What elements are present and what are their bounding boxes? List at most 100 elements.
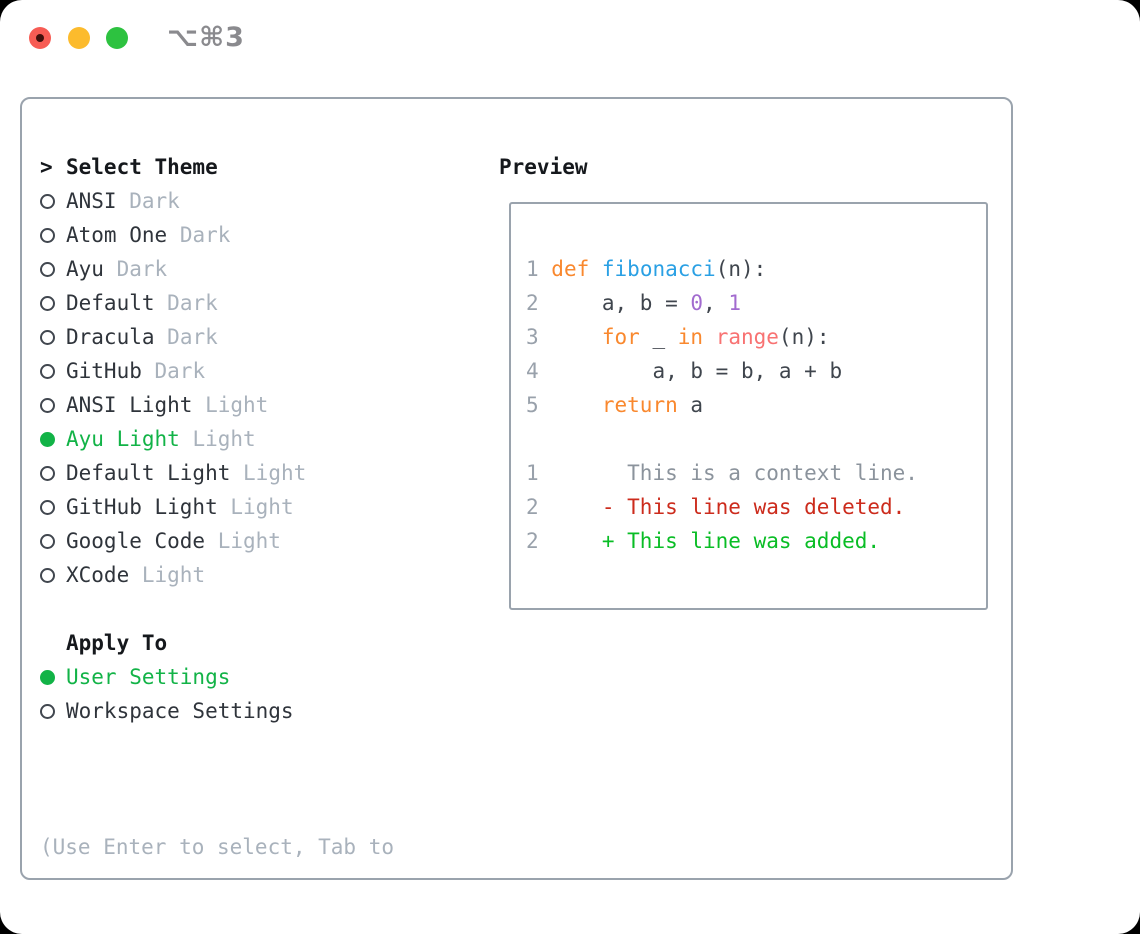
code-segment-plain <box>551 325 602 349</box>
radio-icon <box>40 363 55 379</box>
radio-icon <box>40 397 55 413</box>
radio-icon <box>40 703 55 719</box>
spacer <box>167 223 180 247</box>
code-line: 3 for _ in range(n): <box>526 320 918 354</box>
radio-icon <box>40 227 55 243</box>
apply-option[interactable]: User Settings <box>40 660 306 694</box>
code-segment-kw: def <box>551 257 590 281</box>
theme-variant-tag: Light <box>230 495 294 519</box>
spacer <box>192 393 205 417</box>
theme-variant-tag: Dark <box>154 359 206 383</box>
spacer <box>205 529 218 553</box>
spacer <box>155 325 168 349</box>
code-segment-fn: fibonacci <box>601 257 716 281</box>
theme-item[interactable]: Atom One Dark <box>40 218 306 252</box>
theme-item[interactable]: Ayu Dark <box>40 252 306 286</box>
theme-name: Google Code <box>66 529 206 553</box>
spacer <box>117 189 130 213</box>
radio-selected-icon <box>40 669 55 685</box>
line-number: 1 <box>526 257 552 281</box>
theme-name: Dracula <box>66 325 155 349</box>
code-line: 5 return a <box>526 388 918 422</box>
theme-item[interactable]: XCode Light <box>40 558 306 592</box>
code-line: 2 a, b = 0, 1 <box>526 286 918 320</box>
line-number: 4 <box>526 359 552 383</box>
close-button[interactable] <box>29 27 51 49</box>
titlebar: ⌥⌘3 <box>0 0 1140 76</box>
theme-variant-tag: Dark <box>116 257 168 281</box>
code-blank-line <box>526 422 918 456</box>
theme-name: GitHub Light <box>66 495 218 519</box>
prompt-icon: > <box>40 155 53 179</box>
apply-option-label: User Settings <box>66 665 231 689</box>
code-segment-plain: (n): <box>778 325 830 349</box>
spacer <box>129 563 142 587</box>
theme-name: Ayu Light <box>66 427 180 451</box>
code-segment-call: range <box>715 325 779 349</box>
theme-variant-tag: Dark <box>167 291 218 315</box>
spacer-row <box>40 592 306 626</box>
theme-item[interactable]: GitHub Light Light <box>40 490 306 524</box>
spacer <box>218 495 231 519</box>
apply-to-title: Apply To <box>66 631 168 655</box>
code-segment-plain <box>551 393 602 417</box>
radio-selected-icon <box>40 431 55 447</box>
theme-name: GitHub <box>66 359 142 383</box>
theme-variant-tag: Light <box>243 461 307 485</box>
theme-variant-tag: Light <box>217 529 281 553</box>
theme-variant-tag: Light <box>141 563 206 587</box>
zoom-button[interactable] <box>106 27 128 49</box>
code-segment-kw: return <box>601 393 678 417</box>
theme-name: ANSI Light <box>66 393 193 417</box>
theme-item[interactable]: ANSI Light Light <box>40 388 306 422</box>
spacer <box>104 257 117 281</box>
code-segment-add: + This line was added. <box>601 529 881 553</box>
radio-icon <box>40 533 55 549</box>
theme-name: Ayu <box>66 257 104 281</box>
theme-item[interactable]: Dracula Dark <box>40 320 306 354</box>
theme-item[interactable]: GitHub Dark <box>40 354 306 388</box>
code-segment-plain: a, b = b, a + b <box>551 359 843 383</box>
radio-icon <box>40 567 55 583</box>
spacer <box>155 291 168 315</box>
theme-name: ANSI <box>66 189 117 213</box>
code-line: 2 + This line was added. <box>526 524 918 558</box>
code-segment-plain <box>589 257 602 281</box>
line-number: 2 <box>526 495 539 519</box>
apply-option[interactable]: Workspace Settings <box>40 694 306 728</box>
radio-icon <box>40 193 55 209</box>
theme-item[interactable]: Default Light Light <box>40 456 306 490</box>
code-segment-const: 0 <box>690 291 704 315</box>
radio-icon <box>40 465 55 481</box>
theme-list-title: Select Theme <box>66 155 218 179</box>
radio-icon <box>40 499 55 515</box>
unsaved-dot-icon <box>36 34 44 42</box>
code-line: 1 This is a context line. <box>526 456 918 490</box>
theme-variant-tag: Light <box>205 393 269 417</box>
preview-header: Preview <box>499 155 588 179</box>
theme-name: Atom One <box>66 223 168 247</box>
code-segment-kw: for <box>601 325 640 349</box>
code-segment-plain: , <box>703 291 729 315</box>
theme-item[interactable]: ANSI Dark <box>40 184 306 218</box>
theme-item[interactable]: Ayu Light Light <box>40 422 306 456</box>
minimize-button[interactable] <box>68 27 90 49</box>
theme-variant-tag: Dark <box>129 189 180 213</box>
code-segment-plain: a <box>677 393 704 417</box>
hint-text: (Use Enter to select, Tab to change focu… <box>40 762 394 934</box>
code-line: 4 a, b = b, a + b <box>526 354 918 388</box>
line-number: 2 <box>526 529 539 553</box>
theme-name: Default Light <box>66 461 231 485</box>
code-segment-plain: a, b = <box>551 291 691 315</box>
theme-item[interactable]: Default Dark <box>40 286 306 320</box>
window-title: ⌥⌘3 <box>167 22 245 53</box>
spacer <box>230 461 243 485</box>
code-segment-plain <box>703 325 716 349</box>
code-segment-plain: _ <box>639 325 678 349</box>
theme-item[interactable]: Google Code Light <box>40 524 306 558</box>
code-segment-plain: (n): <box>715 257 767 281</box>
theme-name: XCode <box>66 563 130 587</box>
apply-option-label: Workspace Settings <box>66 699 294 723</box>
